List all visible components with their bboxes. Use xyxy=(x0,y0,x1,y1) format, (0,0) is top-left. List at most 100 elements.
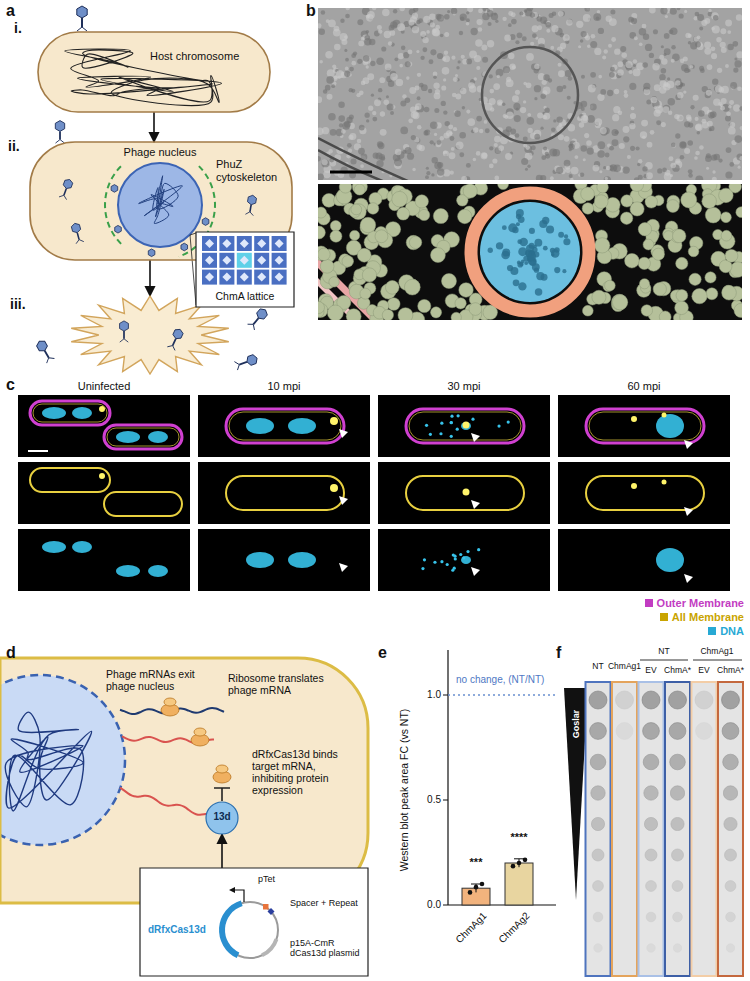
tomogram-image xyxy=(674,114,679,119)
tomogram-image xyxy=(536,175,543,180)
pointer-arrowhead xyxy=(471,567,480,576)
plate-lane xyxy=(593,881,604,892)
tomogram-image xyxy=(662,168,667,173)
tomogram-image xyxy=(729,162,734,167)
host-cell: i.Host chromosome xyxy=(38,32,270,112)
tomogram-image xyxy=(318,173,324,180)
tomogram-image xyxy=(530,42,534,46)
plate-lane xyxy=(722,691,740,709)
plate-lane xyxy=(673,944,681,952)
lattice-tile xyxy=(202,236,217,251)
tomogram-image xyxy=(709,126,714,131)
lattice-inset: ChmA lattice xyxy=(196,232,294,307)
tomogram-image xyxy=(580,101,587,108)
micrograph xyxy=(461,556,471,564)
tomogram-image xyxy=(636,146,640,150)
tomogram-image xyxy=(734,135,742,143)
tomogram-image xyxy=(484,120,488,124)
tomogram-image xyxy=(527,165,530,168)
tomogram-image xyxy=(650,130,655,135)
segmentation-render xyxy=(516,222,520,226)
tomogram-image xyxy=(630,146,635,151)
segmentation-render xyxy=(676,257,688,269)
tomogram-image xyxy=(642,166,647,171)
plate-lane xyxy=(725,849,737,861)
lattice-tile xyxy=(272,236,287,251)
infected-cell-outline xyxy=(0,658,368,903)
tomogram-image xyxy=(646,172,653,179)
segmentation-render xyxy=(330,220,341,231)
segmentation-render xyxy=(330,230,342,242)
tomogram-image xyxy=(417,73,421,77)
phage-icon xyxy=(120,321,129,331)
tomogram-image xyxy=(407,49,412,54)
tomogram-image xyxy=(515,133,520,138)
segmentation-render xyxy=(594,195,608,209)
tomogram-image xyxy=(664,53,667,56)
tomogram-image xyxy=(485,128,490,133)
tomogram-image xyxy=(494,176,499,180)
phage-icon xyxy=(77,6,87,31)
segmentation-render xyxy=(469,303,482,316)
tomogram-image xyxy=(502,103,505,106)
lattice-tile xyxy=(219,253,234,268)
cell-fill xyxy=(71,296,229,374)
tomogram-image xyxy=(349,67,354,72)
plate-lane xyxy=(673,912,683,922)
phage-icon xyxy=(77,6,87,18)
lattice-tile xyxy=(219,236,234,251)
tomogram-image xyxy=(700,68,705,73)
tomogram-image xyxy=(639,42,643,46)
data-point xyxy=(511,864,516,869)
repeat-mark xyxy=(268,908,275,915)
tomogram-image xyxy=(534,97,537,100)
tomogram-image xyxy=(453,77,458,82)
tomogram-image xyxy=(526,53,534,61)
tomogram-image xyxy=(451,56,455,60)
tomogram-image xyxy=(404,147,411,154)
segmentation-render xyxy=(563,238,570,245)
segmentation-render xyxy=(581,187,595,201)
tomogram-image xyxy=(630,113,636,119)
tomogram-image xyxy=(489,164,494,169)
micrograph xyxy=(586,409,704,443)
tomogram-image xyxy=(385,64,392,71)
tomogram-image xyxy=(623,136,629,142)
tomogram-image xyxy=(733,67,738,72)
tomogram-image xyxy=(474,55,481,62)
tomogram-image xyxy=(537,112,543,118)
tomogram-image xyxy=(667,77,670,80)
segmentation-render xyxy=(409,236,421,248)
tomogram-image xyxy=(345,14,350,19)
data-point xyxy=(523,858,528,863)
tomogram-image xyxy=(466,22,470,26)
tomogram-image xyxy=(372,111,376,115)
tomogram-image xyxy=(466,11,469,14)
micrograph xyxy=(586,476,704,510)
tomogram-image xyxy=(347,143,352,148)
tomogram-image xyxy=(386,95,389,98)
tomogram-image xyxy=(592,165,599,172)
tomogram-image xyxy=(581,75,585,79)
tomogram-image xyxy=(399,64,403,68)
plate-lane xyxy=(591,786,605,800)
ribosome-icon xyxy=(194,728,206,736)
tomogram-image xyxy=(721,47,727,53)
tomogram-image xyxy=(543,146,547,150)
tomogram-image xyxy=(424,107,430,113)
segmentation-render xyxy=(529,243,535,249)
tomogram-image xyxy=(615,130,619,134)
legend-swatch xyxy=(660,613,668,621)
panel-letter: b xyxy=(306,2,316,20)
tomogram-image xyxy=(466,59,472,65)
tomogram-image xyxy=(388,41,392,45)
segmentation-render xyxy=(320,259,334,273)
tomogram-image xyxy=(348,135,353,140)
tomogram-image xyxy=(627,155,631,159)
phage-icon xyxy=(247,307,269,330)
zoom-line xyxy=(190,233,196,235)
tomogram-image xyxy=(612,114,619,121)
group-bracket xyxy=(640,660,688,661)
micrograph xyxy=(226,409,344,443)
segmentation-render xyxy=(535,288,542,295)
